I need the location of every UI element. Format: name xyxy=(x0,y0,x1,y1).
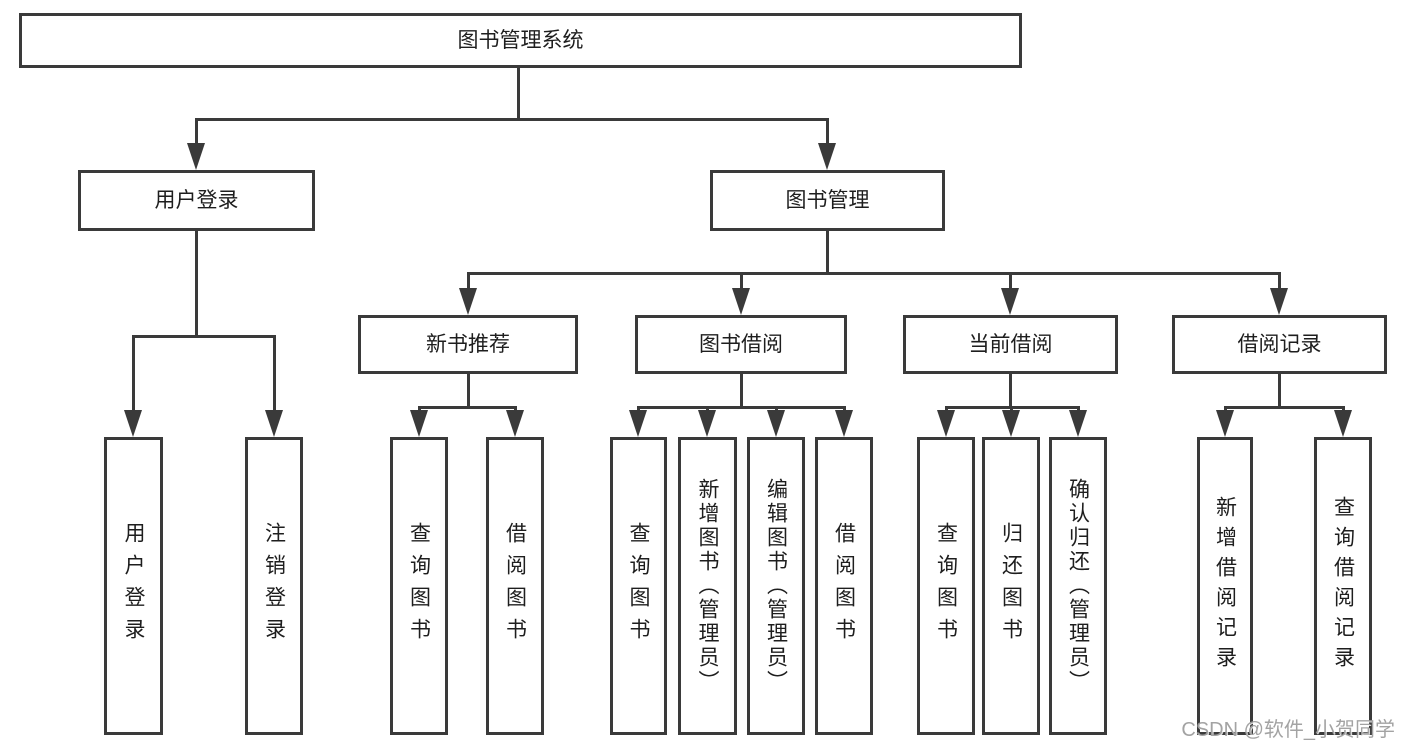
node-borrow-records: 借阅记录 xyxy=(1172,315,1387,374)
leaf-confirm-return-admin-label: 确认归还（管理员） xyxy=(1066,478,1090,694)
leaf-query-books-borrow: 查询图书 xyxy=(610,437,667,735)
arrowhead xyxy=(1001,288,1019,315)
arrowhead xyxy=(1069,410,1087,437)
leaf-user-login: 用户登录 xyxy=(104,437,163,735)
node-current-borrow-label: 当前借阅 xyxy=(968,333,1053,356)
arrowhead xyxy=(835,410,853,437)
leaf-user-login-label: 用户登录 xyxy=(122,522,145,650)
leaf-add-book-admin-label: 新增图书（管理员） xyxy=(696,478,719,694)
edge-new-book-recommend-stem xyxy=(467,374,470,407)
arrowhead xyxy=(937,410,955,437)
node-root-label: 图书管理系统 xyxy=(457,29,584,52)
leaf-logout-label: 注销登录 xyxy=(262,522,286,650)
arrowhead xyxy=(698,410,716,437)
edge-drop-leaf-user-login xyxy=(132,335,135,413)
leaf-borrow-books: 借阅图书 xyxy=(815,437,873,735)
leaf-edit-book-admin-label: 编辑图书（管理员） xyxy=(764,478,788,694)
node-user-login: 用户登录 xyxy=(78,170,315,231)
leaf-add-borrow-record-label: 新增借阅记录 xyxy=(1213,496,1237,676)
edge-drop-book-borrow xyxy=(740,272,743,292)
edge-borrow-records-stem xyxy=(1278,374,1281,407)
leaf-confirm-return-admin: 确认归还（管理员） xyxy=(1049,437,1107,735)
edge-drop-new-book-recommend xyxy=(467,272,470,292)
edge-current-borrow-stem xyxy=(1009,374,1012,407)
leaf-borrow-books-recommend-label: 借阅图书 xyxy=(503,522,527,650)
edge-user-login-stem xyxy=(195,231,198,335)
arrowhead xyxy=(410,410,428,437)
leaf-return-books: 归还图书 xyxy=(982,437,1040,735)
leaf-add-borrow-record: 新增借阅记录 xyxy=(1197,437,1253,735)
node-new-book-recommend-label: 新书推荐 xyxy=(426,333,510,356)
node-book-borrow: 图书借阅 xyxy=(635,315,847,374)
edge-drop-current-borrow xyxy=(1009,272,1012,292)
arrowhead xyxy=(459,288,477,315)
leaf-query-borrow-record: 查询借阅记录 xyxy=(1314,437,1372,735)
edge-book-borrow-stem xyxy=(740,374,743,407)
arrowhead xyxy=(265,410,283,437)
edge-drop-user-login xyxy=(195,118,198,146)
arrowhead xyxy=(187,143,205,170)
node-user-login-label: 用户登录 xyxy=(154,189,239,212)
leaf-logout: 注销登录 xyxy=(245,437,303,735)
edge-drop-book-management xyxy=(826,118,829,146)
edge-user-login-hbar xyxy=(132,335,276,338)
edge-book-borrow-hbar xyxy=(637,406,845,409)
arrowhead xyxy=(732,288,750,315)
edge-root-hbar xyxy=(195,118,829,121)
leaf-query-borrow-record-label: 查询借阅记录 xyxy=(1331,496,1355,676)
node-root: 图书管理系统 xyxy=(19,13,1022,68)
arrowhead xyxy=(767,410,785,437)
edge-root-stem xyxy=(517,68,520,118)
node-current-borrow: 当前借阅 xyxy=(903,315,1118,374)
node-book-borrow-label: 图书借阅 xyxy=(699,333,783,356)
arrowhead xyxy=(1002,410,1020,437)
csdn-watermark: CSDN @软件_小贺同学 xyxy=(1181,719,1395,741)
edge-new-book-recommend-hbar xyxy=(418,406,517,409)
edge-borrow-records-hbar xyxy=(1224,406,1344,409)
leaf-query-books-current: 查询图书 xyxy=(917,437,975,735)
arrowhead xyxy=(1334,410,1352,437)
leaf-borrow-books-recommend: 借阅图书 xyxy=(486,437,544,735)
edge-book-management-stem xyxy=(826,231,829,272)
leaf-edit-book-admin: 编辑图书（管理员） xyxy=(747,437,805,735)
leaf-add-book-admin: 新增图书（管理员） xyxy=(678,437,737,735)
leaf-query-books-borrow-label: 查询图书 xyxy=(627,522,650,650)
edge-drop-borrow-records xyxy=(1278,272,1281,292)
arrowhead xyxy=(506,410,524,437)
leaf-query-books-current-label: 查询图书 xyxy=(934,522,958,650)
node-new-book-recommend: 新书推荐 xyxy=(358,315,578,374)
leaf-borrow-books-label: 借阅图书 xyxy=(832,522,856,650)
arrowhead xyxy=(629,410,647,437)
leaf-query-books-recommend-label: 查询图书 xyxy=(407,522,431,650)
leaf-return-books-label: 归还图书 xyxy=(999,522,1023,650)
edge-drop-leaf-logout xyxy=(273,335,276,413)
arrowhead xyxy=(1216,410,1234,437)
arrowhead xyxy=(818,143,836,170)
leaf-query-books-recommend: 查询图书 xyxy=(390,437,448,735)
edge-book-management-hbar xyxy=(467,272,1281,275)
node-book-management-label: 图书管理 xyxy=(785,189,870,212)
arrowhead xyxy=(124,410,142,437)
node-book-management: 图书管理 xyxy=(710,170,945,231)
arrowhead xyxy=(1270,288,1288,315)
node-borrow-records-label: 借阅记录 xyxy=(1237,333,1322,356)
